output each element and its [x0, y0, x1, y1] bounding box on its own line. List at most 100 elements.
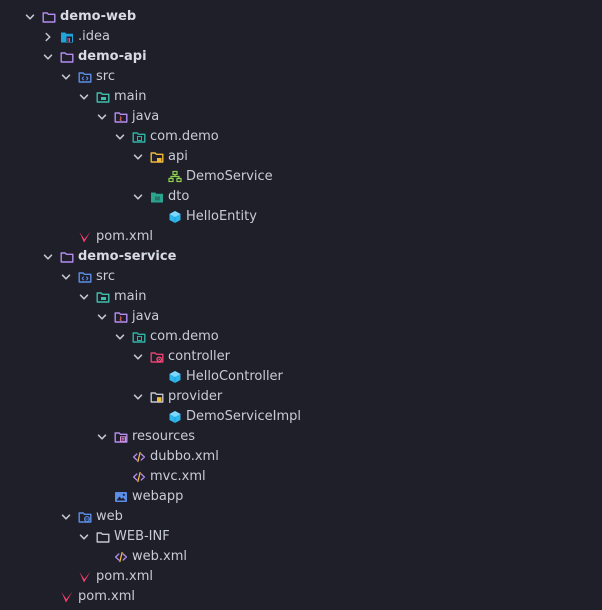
tree-row[interactable]: demo-api — [0, 47, 602, 67]
tree-row[interactable]: webapp — [0, 487, 602, 507]
chevron-down-icon[interactable] — [96, 431, 108, 443]
tree-row[interactable]: main — [0, 287, 602, 307]
chevron-down-icon[interactable] — [132, 151, 144, 163]
tree-row[interactable]: WEB-INF — [0, 527, 602, 547]
svg-text:IJ: IJ — [67, 37, 71, 43]
tree-row-label: main — [114, 89, 147, 104]
tree-row-label: java — [132, 109, 160, 124]
tree-row[interactable]: IJ.idea — [0, 27, 602, 47]
tree-row-label: src — [96, 269, 115, 284]
tree-row-label: dubbo.xml — [150, 449, 219, 464]
tree-row-label: api — [168, 149, 188, 164]
tree-row[interactable]: pom.xml — [0, 587, 602, 607]
chevron-down-icon[interactable] — [96, 311, 108, 323]
web-folder-icon — [78, 510, 92, 524]
xml-icon — [132, 470, 146, 484]
tree-row-label: provider — [168, 389, 223, 404]
folder-icon — [96, 530, 110, 544]
chevron-down-icon[interactable] — [114, 131, 126, 143]
dto-folder-icon — [150, 190, 164, 204]
webapp-icon — [114, 490, 128, 504]
chevron-down-icon[interactable] — [132, 191, 144, 203]
class-icon — [168, 410, 182, 424]
tree-row-label: DemoService — [186, 169, 273, 184]
tree-row-label: pom.xml — [96, 569, 153, 584]
tree-row[interactable]: api — [0, 147, 602, 167]
chevron-down-icon[interactable] — [78, 91, 90, 103]
tree-row[interactable]: dubbo.xml — [0, 447, 602, 467]
chevron-down-icon[interactable] — [60, 271, 72, 283]
tree-row-label: web — [96, 509, 123, 524]
chevron-down-icon[interactable] — [96, 111, 108, 123]
tree-row[interactable]: controller — [0, 347, 602, 367]
tree-row[interactable]: com.demo — [0, 327, 602, 347]
tree-row[interactable]: java — [0, 107, 602, 127]
tree-row[interactable]: web — [0, 507, 602, 527]
src-folder-icon — [78, 270, 92, 284]
tree-row[interactable]: DemoServiceImpl — [0, 407, 602, 427]
idea-folder-icon: IJ — [60, 30, 74, 44]
xml-icon — [114, 550, 128, 564]
chevron-down-icon[interactable] — [132, 391, 144, 403]
tree-row[interactable]: web.xml — [0, 547, 602, 567]
tree-row-label: web.xml — [132, 549, 187, 564]
chevron-down-icon[interactable] — [42, 251, 54, 263]
chevron-down-icon[interactable] — [78, 531, 90, 543]
main-folder-icon — [96, 290, 110, 304]
tree-row[interactable]: java — [0, 307, 602, 327]
package-folder-icon — [132, 330, 146, 344]
module-folder-icon — [60, 250, 74, 264]
tree-row-label: src — [96, 69, 115, 84]
api-folder-icon — [150, 150, 164, 164]
tree-row[interactable]: pom.xml — [0, 227, 602, 247]
chevron-down-icon[interactable] — [114, 331, 126, 343]
tree-row[interactable]: pom.xml — [0, 567, 602, 587]
tree-row-label: pom.xml — [78, 589, 135, 604]
tree-row-label: HelloEntity — [186, 209, 257, 224]
tree-row[interactable]: DemoService — [0, 167, 602, 187]
tree-row[interactable]: src — [0, 267, 602, 287]
tree-row[interactable]: HelloEntity — [0, 207, 602, 227]
tree-row[interactable]: dto — [0, 187, 602, 207]
tree-row[interactable]: demo-web — [0, 7, 602, 27]
chevron-down-icon[interactable] — [78, 291, 90, 303]
tree-row[interactable]: demo-service — [0, 247, 602, 267]
tree-row[interactable]: com.demo — [0, 127, 602, 147]
tree-row-label: HelloController — [186, 369, 283, 384]
tree-row[interactable]: src — [0, 67, 602, 87]
class-icon — [168, 370, 182, 384]
tree-row-label: java — [132, 309, 160, 324]
controller-folder-icon — [150, 350, 164, 364]
chevron-down-icon[interactable] — [42, 51, 54, 63]
tree-row-label: webapp — [132, 489, 184, 504]
src-folder-icon — [78, 70, 92, 84]
chevron-down-icon[interactable] — [132, 351, 144, 363]
tree-row-label: controller — [168, 349, 231, 364]
java-folder-icon — [114, 310, 128, 324]
class-icon — [168, 210, 182, 224]
chevron-right-icon[interactable] — [42, 31, 54, 43]
tree-row-label: dto — [168, 189, 190, 204]
tree-row-label: demo-web — [60, 9, 137, 24]
tree-row-label: resources — [132, 429, 196, 444]
xml-icon — [132, 450, 146, 464]
tree-row[interactable]: resources — [0, 427, 602, 447]
module-folder-icon — [42, 10, 56, 24]
chevron-down-icon[interactable] — [60, 511, 72, 523]
maven-icon — [60, 590, 74, 604]
tree-row-label: WEB-INF — [114, 529, 170, 544]
main-folder-icon — [96, 90, 110, 104]
tree-row-label: demo-service — [78, 249, 177, 264]
tree-row[interactable]: provider — [0, 387, 602, 407]
maven-icon — [78, 230, 92, 244]
chevron-down-icon[interactable] — [60, 71, 72, 83]
java-folder-icon — [114, 110, 128, 124]
tree-row[interactable]: main — [0, 87, 602, 107]
maven-icon — [78, 570, 92, 584]
tree-row[interactable]: mvc.xml — [0, 467, 602, 487]
tree-row[interactable]: HelloController — [0, 367, 602, 387]
tree-row-label: pom.xml — [96, 229, 153, 244]
chevron-down-icon[interactable] — [24, 11, 36, 23]
tree-row-label: mvc.xml — [150, 469, 206, 484]
